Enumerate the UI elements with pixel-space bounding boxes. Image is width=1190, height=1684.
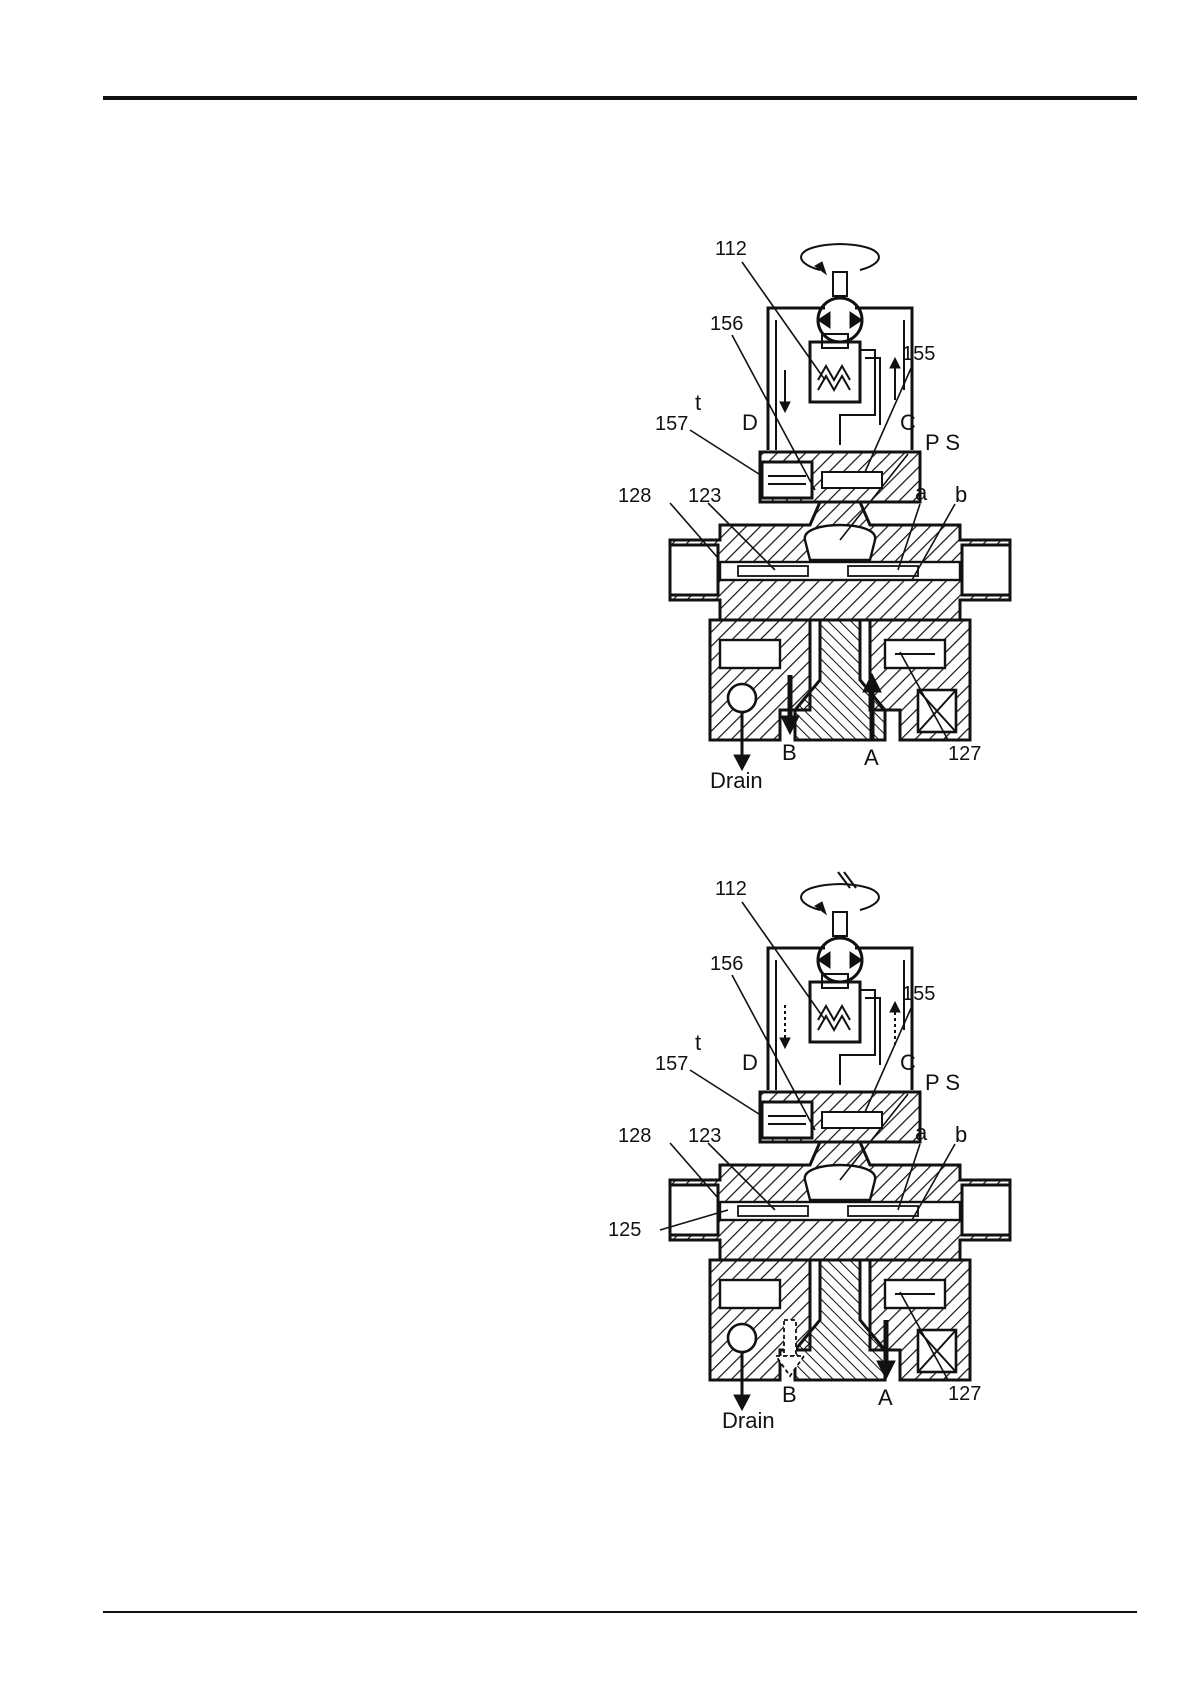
- label-156: 156: [710, 953, 743, 975]
- label-112: 112: [715, 878, 747, 900]
- steering-valve-diagram-manual: 112 156 155 t 157 D C P S 128 123 125 a …: [650, 880, 1070, 1520]
- label-port-a: A: [864, 745, 879, 770]
- relief-valve-left: [720, 640, 780, 668]
- check-valve-157: [762, 462, 812, 498]
- label-128: 128: [618, 485, 651, 507]
- steering-shaft: [833, 272, 847, 296]
- spring-chamber-112: [810, 342, 860, 402]
- stop-mark-icon: [838, 872, 850, 888]
- label-128: 128: [618, 1125, 651, 1147]
- label-port-b: B: [782, 740, 797, 765]
- label-156: 156: [710, 313, 743, 335]
- label-t: t: [695, 390, 701, 415]
- steering-shaft: [833, 912, 847, 936]
- label-c: C: [900, 1050, 916, 1075]
- flow-arrow-d-icon: [780, 1038, 790, 1048]
- label-127: 127: [948, 743, 981, 765]
- label-port-a: A: [878, 1385, 893, 1410]
- label-155: 155: [902, 343, 935, 365]
- label-a: a: [915, 480, 928, 505]
- spool-a: [848, 566, 918, 576]
- label-drain: Drain: [722, 1408, 775, 1433]
- label-a: a: [915, 1120, 928, 1145]
- end-plug-right: [962, 545, 1010, 595]
- drain-ball: [728, 1324, 756, 1352]
- label-d: D: [742, 410, 758, 435]
- label-drain: Drain: [710, 768, 763, 793]
- check-valve-157: [762, 1102, 812, 1138]
- label-155: 155: [902, 983, 935, 1005]
- spool-155: [822, 472, 882, 488]
- rotation-arrow-icon: [801, 884, 879, 910]
- flow-arrow-d-icon: [780, 402, 790, 412]
- center-cavity: [805, 1165, 875, 1200]
- end-plug-left: [670, 1185, 718, 1235]
- label-ps: P S: [925, 1070, 960, 1095]
- spring-chamber-112: [810, 982, 860, 1042]
- end-plug-right: [962, 1185, 1010, 1235]
- label-d: D: [742, 1050, 758, 1075]
- label-c: C: [900, 410, 916, 435]
- label-123: 123: [688, 485, 721, 507]
- label-123: 123: [688, 1125, 721, 1147]
- label-b: b: [955, 1122, 967, 1147]
- label-157: 157: [655, 1053, 688, 1075]
- gerotor-icon: [818, 952, 862, 968]
- relief-valve-left: [720, 1280, 780, 1308]
- label-157: 157: [655, 413, 688, 435]
- drain-ball: [728, 684, 756, 712]
- label-127: 127: [948, 1383, 981, 1405]
- port-b-arrow-shaft: [784, 1320, 796, 1356]
- footer-rule: [103, 1611, 1137, 1613]
- flow-arrow-c-icon: [890, 1002, 900, 1012]
- steering-valve-diagram-neutral: 112 156 155 t 157 D C P S 128 123 a b 12…: [650, 240, 1070, 840]
- spool-a: [848, 1206, 918, 1216]
- label-125: 125: [608, 1219, 641, 1241]
- gerotor-icon: [818, 312, 862, 328]
- label-112: 112: [715, 238, 747, 260]
- header-rule: [103, 96, 1137, 100]
- label-port-b: B: [782, 1382, 797, 1407]
- spool-155: [822, 1112, 882, 1128]
- label-b: b: [955, 482, 967, 507]
- rotation-arrow-icon: [801, 244, 879, 270]
- end-plug-left: [670, 545, 718, 595]
- flow-arrow-c-icon: [890, 358, 900, 368]
- center-cavity: [805, 525, 875, 560]
- label-ps: P S: [925, 430, 960, 455]
- label-t: t: [695, 1030, 701, 1055]
